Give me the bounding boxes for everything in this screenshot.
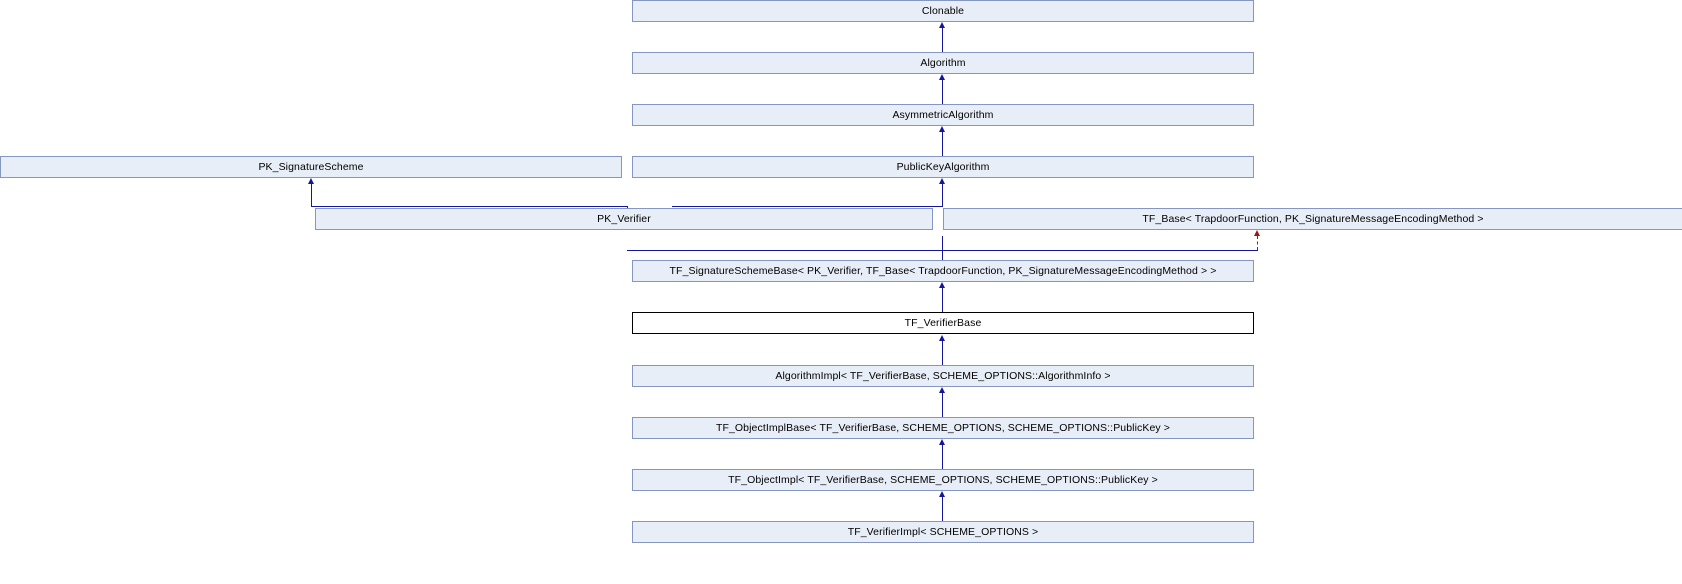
arrowhead-algorithm	[939, 74, 945, 80]
edge-tf-object-impl-base-to-algorithm-impl	[942, 392, 943, 417]
node-label: TF_SignatureSchemeBase< PK_Verifier, TF_…	[669, 265, 1217, 277]
node-asymmetric-algorithm[interactable]: AsymmetricAlgorithm	[632, 104, 1254, 126]
node-algorithm-impl[interactable]: AlgorithmImpl< TF_VerifierBase, SCHEME_O…	[632, 365, 1254, 387]
node-label: PK_SignatureScheme	[258, 161, 364, 173]
edge-pk-verifier-elbow-right	[672, 206, 943, 207]
edge-pk-verifier-riser-left	[311, 184, 312, 206]
arrowhead-tf-object-impl	[939, 491, 945, 497]
arrowhead-clonable	[939, 22, 945, 28]
node-pk-verifier[interactable]: PK_Verifier	[315, 208, 933, 230]
node-label: TF_ObjectImpl< TF_VerifierBase, SCHEME_O…	[728, 474, 1158, 486]
node-label: TF_Base< TrapdoorFunction, PK_SignatureM…	[1142, 213, 1484, 225]
arrowhead-tf-object-impl-base	[939, 439, 945, 445]
node-tf-verifier-impl[interactable]: TF_VerifierImpl< SCHEME_OPTIONS >	[632, 521, 1254, 543]
node-label: Clonable	[921, 5, 965, 17]
edge-tf-base-template-dashed	[1257, 236, 1258, 250]
node-tf-object-impl-base[interactable]: TF_ObjectImplBase< TF_VerifierBase, SCHE…	[632, 417, 1254, 439]
edge-algorithm-to-clonable	[942, 27, 943, 52]
node-label: TF_VerifierImpl< SCHEME_OPTIONS >	[847, 526, 1039, 538]
arrowhead-pk-signature-scheme	[308, 178, 314, 184]
node-tf-base[interactable]: TF_Base< TrapdoorFunction, PK_SignatureM…	[943, 208, 1682, 230]
node-public-key-algorithm[interactable]: PublicKeyAlgorithm	[632, 156, 1254, 178]
edge-pk-verifier-elbow	[311, 206, 627, 207]
node-pk-signature-scheme[interactable]: PK_SignatureScheme	[0, 156, 622, 178]
node-label: TF_VerifierBase	[904, 317, 982, 329]
edge-asymmetricalgorithm-to-algorithm	[942, 79, 943, 104]
node-algorithm[interactable]: Algorithm	[632, 52, 1254, 74]
node-label: AlgorithmImpl< TF_VerifierBase, SCHEME_O…	[775, 370, 1111, 382]
edge-publickeyalgorithm-to-asymmetricalgorithm	[942, 131, 943, 156]
node-tf-signature-scheme-base[interactable]: TF_SignatureSchemeBase< PK_Verifier, TF_…	[632, 260, 1254, 282]
node-label: TF_ObjectImplBase< TF_VerifierBase, SCHE…	[715, 422, 1171, 434]
edge-pk-verifier-riser-right	[942, 184, 943, 206]
node-tf-object-impl[interactable]: TF_ObjectImpl< TF_VerifierBase, SCHEME_O…	[632, 469, 1254, 491]
arrowhead-asymmetricalgorithm	[939, 126, 945, 132]
arrowhead-tf-base-template	[1254, 230, 1260, 236]
edge-tf-signature-scheme-base-riser	[942, 236, 943, 260]
arrowhead-tf-verifier-base	[939, 335, 945, 341]
arrowhead-algorithm-impl	[939, 387, 945, 393]
node-label: AsymmetricAlgorithm	[892, 109, 994, 121]
edge-algorithm-impl-to-tf-verifier-base	[942, 340, 943, 365]
node-label: Algorithm	[920, 57, 966, 69]
edge-tf-object-impl-to-tf-object-impl-base	[942, 444, 943, 469]
arrowhead-public-key-algorithm	[939, 178, 945, 184]
node-clonable[interactable]: Clonable	[632, 0, 1254, 22]
node-tf-verifier-base[interactable]: TF_VerifierBase	[632, 312, 1254, 334]
node-label: PublicKeyAlgorithm	[896, 161, 990, 173]
node-label: PK_Verifier	[597, 213, 651, 225]
edge-tf-verifier-impl-to-tf-object-impl	[942, 496, 943, 521]
edge-tf-verifier-base-to-tf-signature-scheme-base	[942, 287, 943, 312]
arrowhead-tf-signature-scheme-base	[939, 282, 945, 288]
